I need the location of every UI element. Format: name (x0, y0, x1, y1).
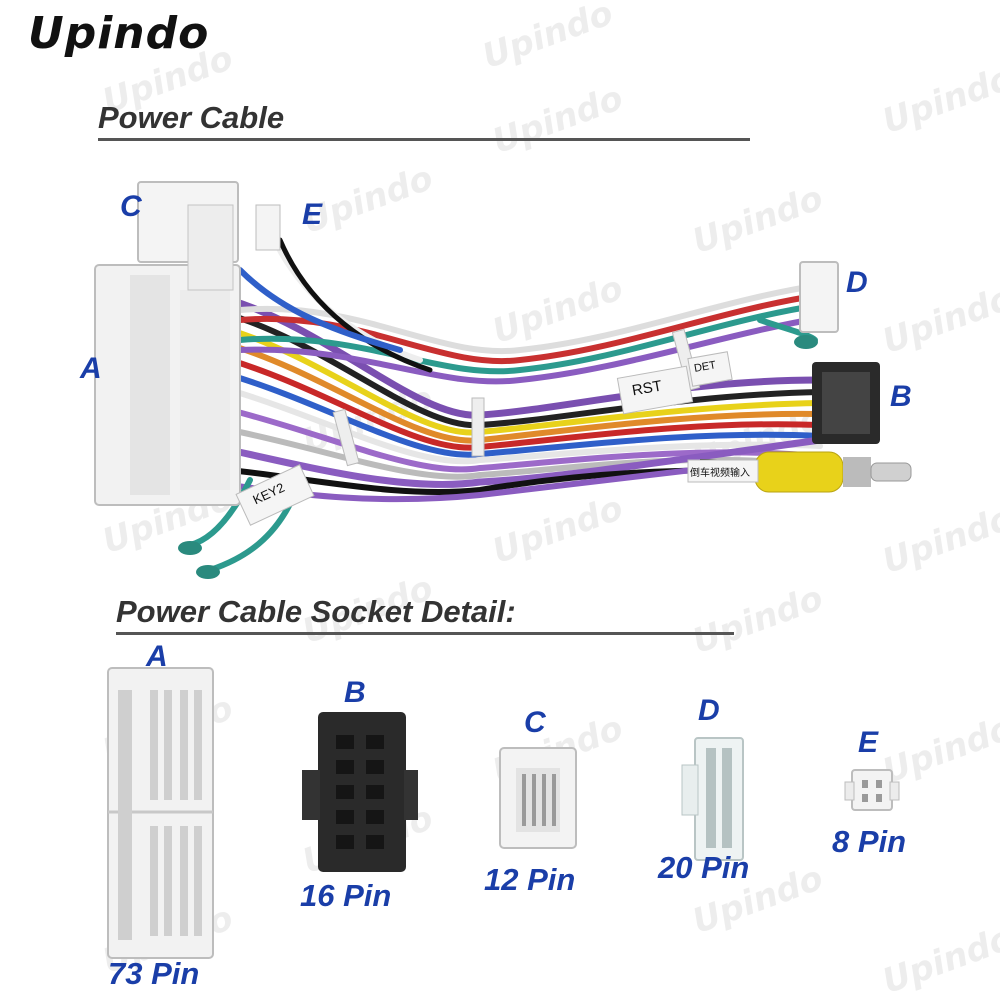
socket-letter-a: A (146, 640, 168, 673)
section-title-power-cable: Power Cable (98, 100, 285, 135)
socket-pins-e: 8 Pin (832, 824, 907, 859)
cable-label-e: E (302, 198, 323, 231)
cable-label-d: D (846, 266, 868, 299)
socket-pins-d: 20 Pin (658, 850, 750, 885)
section-divider (98, 138, 750, 141)
brand-logo: Upindo (28, 8, 210, 59)
socket-letter-b: B (344, 676, 366, 709)
socket-pins-b: 16 Pin (300, 878, 392, 913)
cable-label-c: C (120, 190, 142, 223)
section-divider (116, 632, 734, 635)
wire-tag-back-video: 倒车视频输入 (690, 468, 750, 479)
section-title-socket-detail: Power Cable Socket Detail: (116, 594, 516, 629)
socket-letter-e: E (858, 726, 879, 759)
socket-pins-c: 12 Pin (484, 862, 576, 897)
socket-pins-a: 73 Pin (108, 956, 200, 991)
socket-letter-d: D (698, 694, 720, 727)
socket-letter-c: C (524, 706, 546, 739)
cable-label-a: A (80, 352, 102, 385)
cable-label-b: B (890, 380, 912, 413)
